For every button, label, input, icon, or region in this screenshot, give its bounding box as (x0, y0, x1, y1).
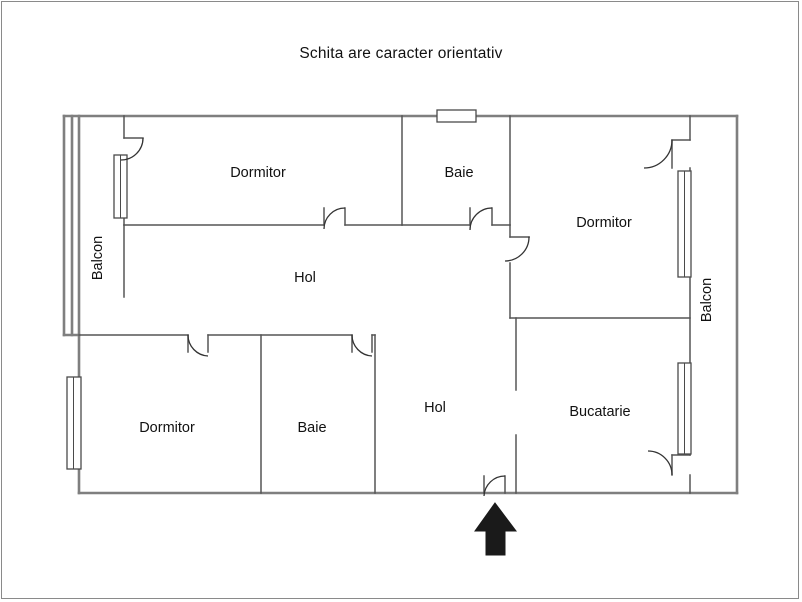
door-swings (120, 137, 673, 497)
entrance-arrow-shape (474, 502, 517, 556)
balcony-label-left: Balcon (90, 236, 106, 280)
interior-walls (78, 115, 691, 494)
page-title: Schita are caracter orientativ (299, 45, 503, 62)
door-bucatarie-balcon (647, 450, 673, 476)
door-entrance (483, 475, 506, 497)
door-hol-baie-bottom (351, 334, 373, 357)
room-label-hol-upper: Hol (294, 270, 316, 286)
room-label-dormitor-top-left: Dormitor (230, 165, 286, 181)
room-labels: Dormitor Baie Dormitor Hol Dormitor Baie… (139, 165, 632, 436)
room-label-dormitor-right: Dormitor (576, 215, 632, 231)
door-dormitor-tl-hol (323, 207, 346, 230)
door-dormitor-right-balcon (643, 139, 673, 169)
window-top-baie (436, 109, 477, 123)
door-baie-top-hol (469, 207, 493, 231)
door-hol-dormitor-right (504, 236, 530, 262)
entrance-arrow (474, 502, 517, 556)
room-label-bucatarie: Bucatarie (569, 404, 630, 420)
room-label-baie-top: Baie (444, 165, 473, 181)
window-mullions (73, 155, 685, 469)
room-label-hol-lower: Hol (424, 400, 446, 416)
exterior-walls (62, 114, 739, 495)
door-hol-dormitor-bl (187, 334, 209, 357)
room-label-baie-bottom: Baie (297, 420, 326, 436)
balcony-label-right: Balcon (699, 278, 715, 322)
room-label-dormitor-bottom-left: Dormitor (139, 420, 195, 436)
door-dormitor-tl-balcon (120, 137, 144, 161)
balcony-labels: Balcon Balcon (90, 236, 715, 322)
